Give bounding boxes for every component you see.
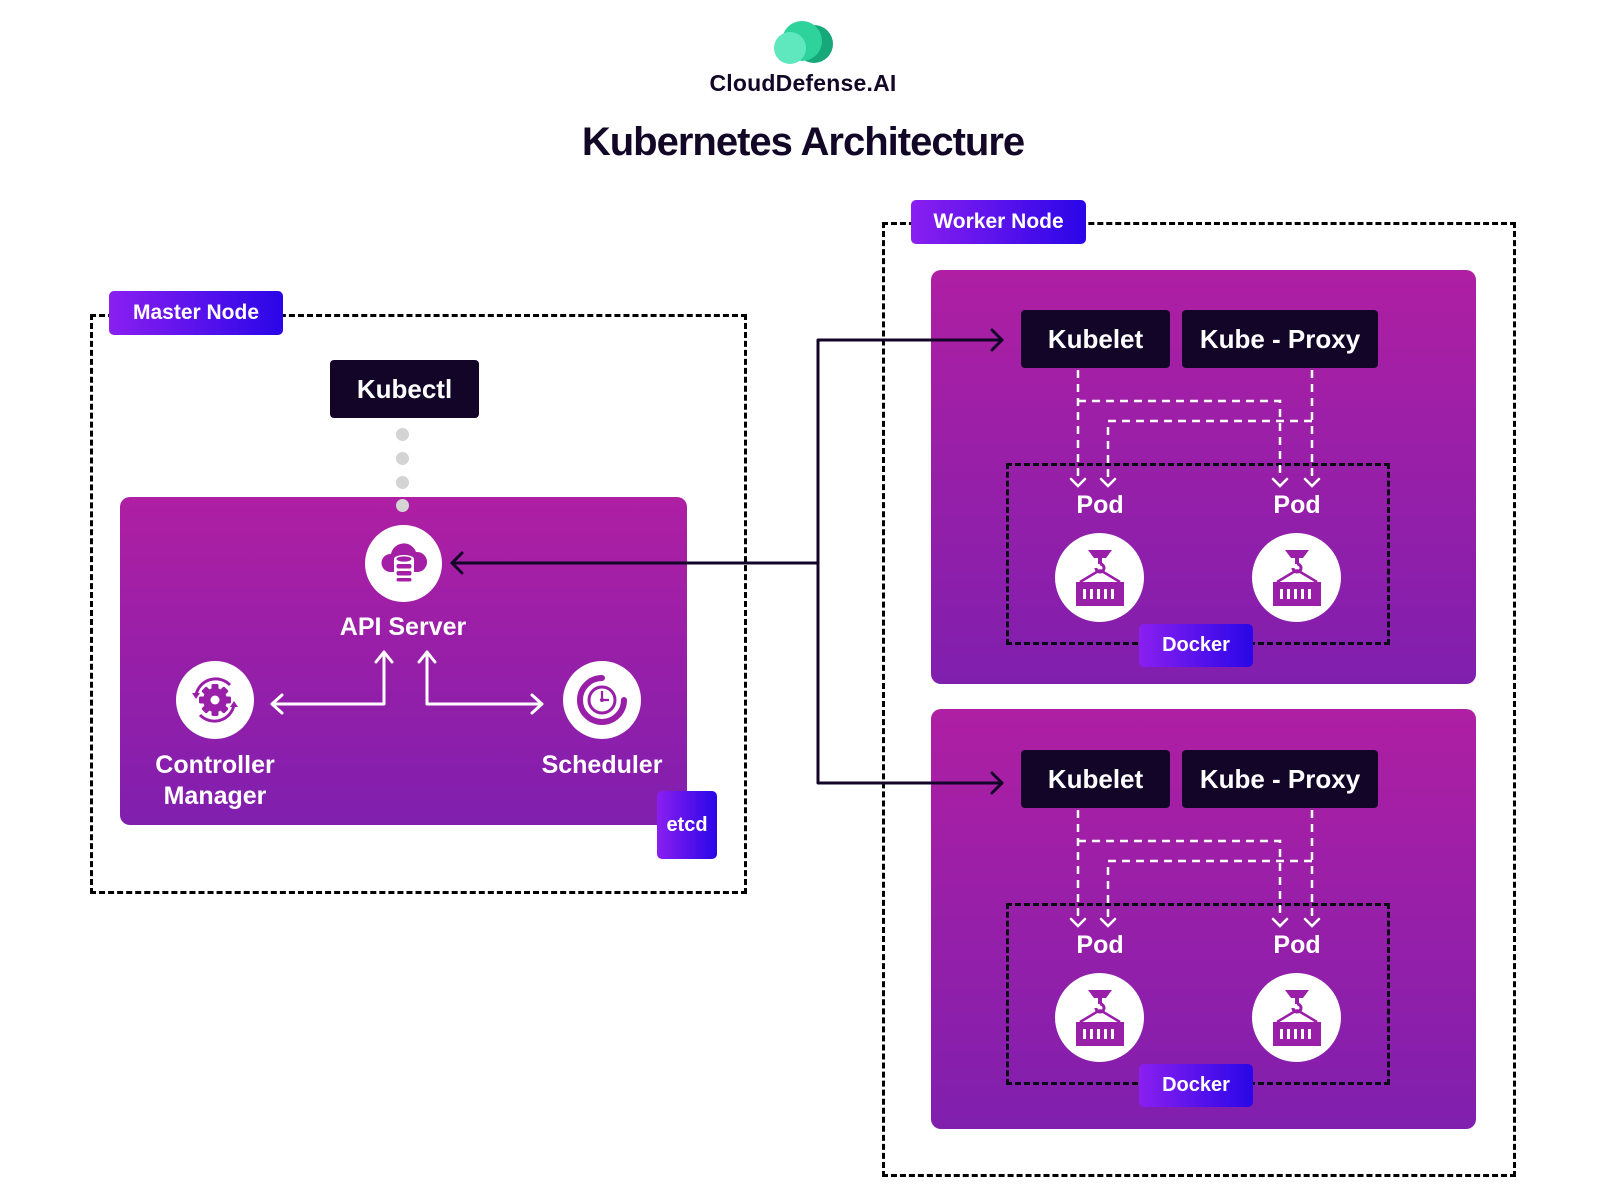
connector-dot: [396, 499, 409, 512]
connector-dot: [396, 476, 409, 489]
container-crane-icon: [1272, 989, 1321, 1046]
kubectl-box[interactable]: Kubectl: [330, 360, 479, 418]
pod-node[interactable]: [1252, 533, 1341, 622]
kubectl-connector: [396, 428, 410, 518]
scheduler-node[interactable]: [563, 661, 641, 739]
master-node-tag: Master Node: [109, 291, 283, 335]
cloud-logo-icon: [774, 21, 833, 64]
controller-manager-label-line1: Controller: [155, 751, 275, 779]
api-server-node[interactable]: [365, 525, 442, 602]
docker-tag: Docker: [1139, 624, 1253, 667]
api-server-label: API Server: [339, 613, 467, 641]
etcd-store[interactable]: etcd: [657, 791, 717, 859]
brand-logo: [770, 20, 836, 66]
container-crane-icon: [1075, 989, 1124, 1046]
kube-proxy-box[interactable]: Kube - Proxy: [1182, 310, 1378, 368]
pod-label: Pod: [1076, 491, 1124, 519]
gear-cycle-icon: [192, 677, 238, 723]
pod-label: Pod: [1076, 931, 1124, 959]
pod-node[interactable]: [1252, 973, 1341, 1062]
cloud-database-icon: [380, 542, 427, 585]
scheduler-label: Scheduler: [541, 751, 663, 779]
kubelet-box[interactable]: Kubelet: [1021, 750, 1170, 808]
connector-dot: [396, 452, 409, 465]
controller-manager-node[interactable]: [176, 661, 254, 739]
pod-node[interactable]: [1055, 533, 1144, 622]
pod-node[interactable]: [1055, 973, 1144, 1062]
controller-manager-label: Controller Manager: [115, 750, 315, 812]
pod-label: Pod: [1273, 491, 1321, 519]
brand-name: CloudDefense.AI: [709, 70, 897, 96]
docker-tag: Docker: [1139, 1064, 1253, 1107]
kube-proxy-box[interactable]: Kube - Proxy: [1182, 750, 1378, 808]
container-crane-icon: [1075, 549, 1124, 606]
connector-dot: [396, 428, 409, 441]
pod-label: Pod: [1273, 931, 1321, 959]
page-title: Kubernetes Architecture: [581, 120, 1025, 164]
kubelet-box[interactable]: Kubelet: [1021, 310, 1170, 368]
controller-manager-label-line2: Manager: [163, 782, 267, 810]
clock-icon: [577, 675, 627, 725]
worker-node-tag: Worker Node: [911, 200, 1086, 244]
container-crane-icon: [1272, 549, 1321, 606]
